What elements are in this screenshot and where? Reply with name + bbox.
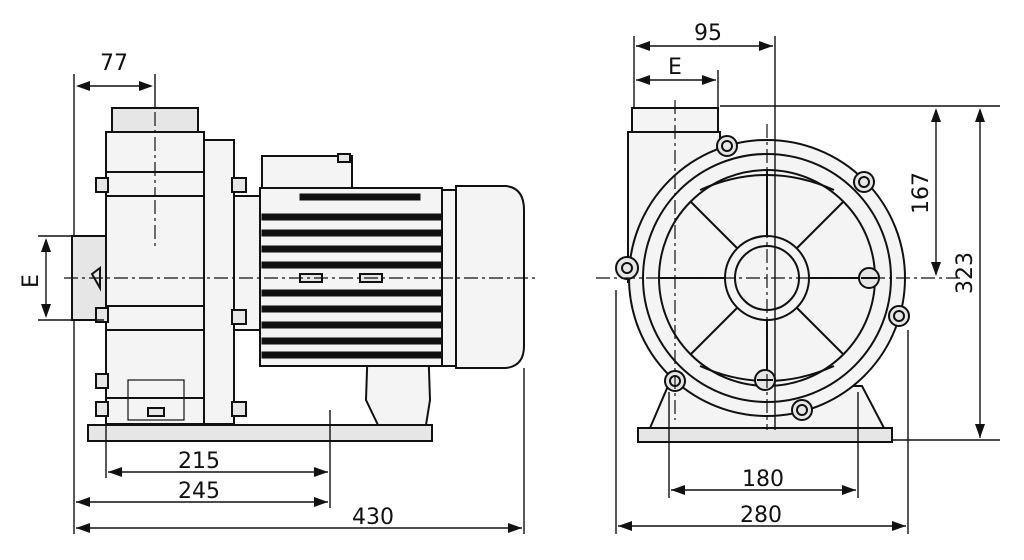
dim-180-label: 180	[742, 467, 784, 492]
seal-housing	[203, 139, 235, 425]
dim-215-label: 215	[178, 449, 220, 474]
dim-280-label: 280	[740, 503, 782, 528]
dim-323-label: 323	[953, 252, 978, 294]
dim-e-side-label: E	[19, 274, 44, 288]
side-base-plate	[87, 424, 433, 442]
housing-bolts	[95, 177, 247, 417]
dim-167-label: 167	[909, 172, 934, 214]
bracket	[233, 195, 263, 331]
drain-plug	[127, 379, 185, 421]
dim-77-label: 77	[100, 51, 128, 76]
dim-430-label: 430	[352, 505, 394, 530]
dim-245-label: 245	[178, 479, 220, 504]
front-dimensions: 95 E 167 323 180 280	[615, 21, 1000, 534]
dim-95-label: 95	[694, 21, 722, 46]
side-dimensions: 77 E 215 245 430	[19, 51, 525, 534]
dim-e-front-label: E	[668, 55, 682, 80]
side-view	[64, 107, 538, 442]
front-view	[596, 100, 960, 443]
fan-cover	[455, 185, 525, 369]
front-base-plate	[637, 427, 893, 443]
